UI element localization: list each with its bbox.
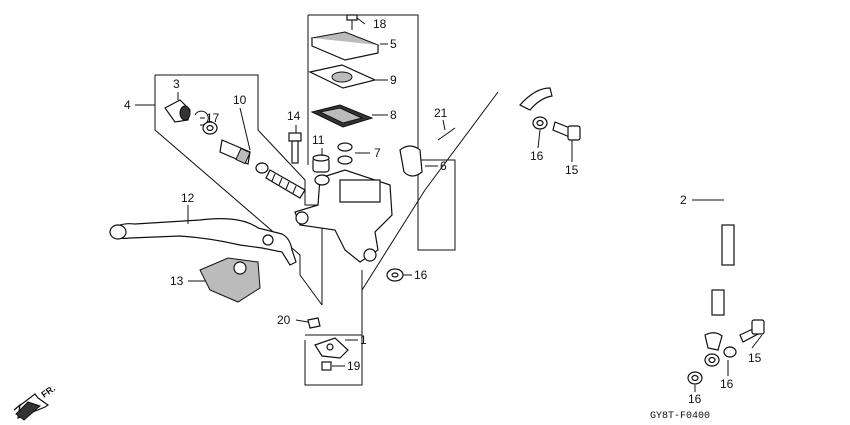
callout-9: 9 (390, 73, 397, 87)
callout-15-upper: 15 (565, 163, 579, 177)
callout-20: 20 (277, 313, 291, 327)
diagram-code: GY8T-F0400 (650, 411, 710, 422)
switch-screw (321, 361, 332, 371)
callout-16-lower-left: 16 (688, 392, 702, 406)
switch-nut (307, 317, 321, 329)
hose-lower-washer-a (704, 353, 720, 367)
group-outline-hose-link (361, 91, 499, 291)
callout-labels: 18 5 9 8 7 6 21 11 14 10 17 3 4 12 13 20… (124, 17, 762, 406)
callout-12: 12 (181, 191, 195, 205)
piston-assembly (219, 139, 306, 199)
callout-11: 11 (312, 133, 325, 147)
callout-14: 14 (287, 109, 301, 123)
callout-4: 4 (124, 98, 131, 112)
callout-16-upper: 16 (530, 149, 544, 163)
callout-16-cylinder: 16 (414, 268, 428, 282)
diaphragm (310, 104, 374, 128)
callout-8: 8 (390, 108, 397, 122)
callout-5: 5 (390, 37, 397, 51)
callout-2: 2 (680, 193, 687, 207)
clamp-bolt (437, 127, 456, 141)
stop-switch (314, 337, 349, 359)
callout-16-lower-right: 16 (720, 377, 734, 391)
o-ring-pair (337, 142, 353, 165)
callout-15-lower: 15 (748, 351, 762, 365)
callout-10: 10 (233, 93, 247, 107)
pivot-bolt (288, 132, 302, 164)
piston-washer (202, 121, 218, 135)
brake-lever (109, 218, 297, 266)
callout-6: 6 (440, 159, 447, 173)
callout-13: 13 (170, 274, 184, 288)
callout-7: 7 (374, 146, 381, 160)
sealing-washer (386, 268, 404, 282)
callout-19: 19 (347, 359, 361, 373)
group-outline-switch (304, 270, 363, 386)
callout-3: 3 (173, 77, 180, 91)
holder-clamp (399, 145, 423, 177)
reservoir-cap (310, 31, 380, 61)
callout-17: 17 (206, 111, 220, 125)
master-cylinder-body (294, 169, 393, 263)
callout-18: 18 (373, 17, 387, 31)
front-arrow-icon (13, 393, 50, 421)
hose-lower-washer-c (723, 346, 737, 358)
callout-1: 1 (360, 333, 367, 347)
hose-upper-bolt (552, 121, 581, 141)
hose-lower-washer-b (687, 371, 703, 385)
cap-screw (346, 14, 358, 30)
hose-upper-washer (532, 116, 548, 130)
piston-boot (164, 99, 191, 123)
group-outline-reservoir-cap (307, 14, 456, 251)
callout-21: 21 (434, 106, 448, 120)
leader-lines (135, 17, 763, 392)
hose-lower-bolt (739, 319, 765, 343)
lever-cover (199, 257, 261, 303)
diaphragm-plate (308, 64, 377, 89)
reservoir-float (312, 154, 330, 173)
front-marker-text: FR. (39, 383, 57, 400)
brake-hose (519, 87, 735, 351)
